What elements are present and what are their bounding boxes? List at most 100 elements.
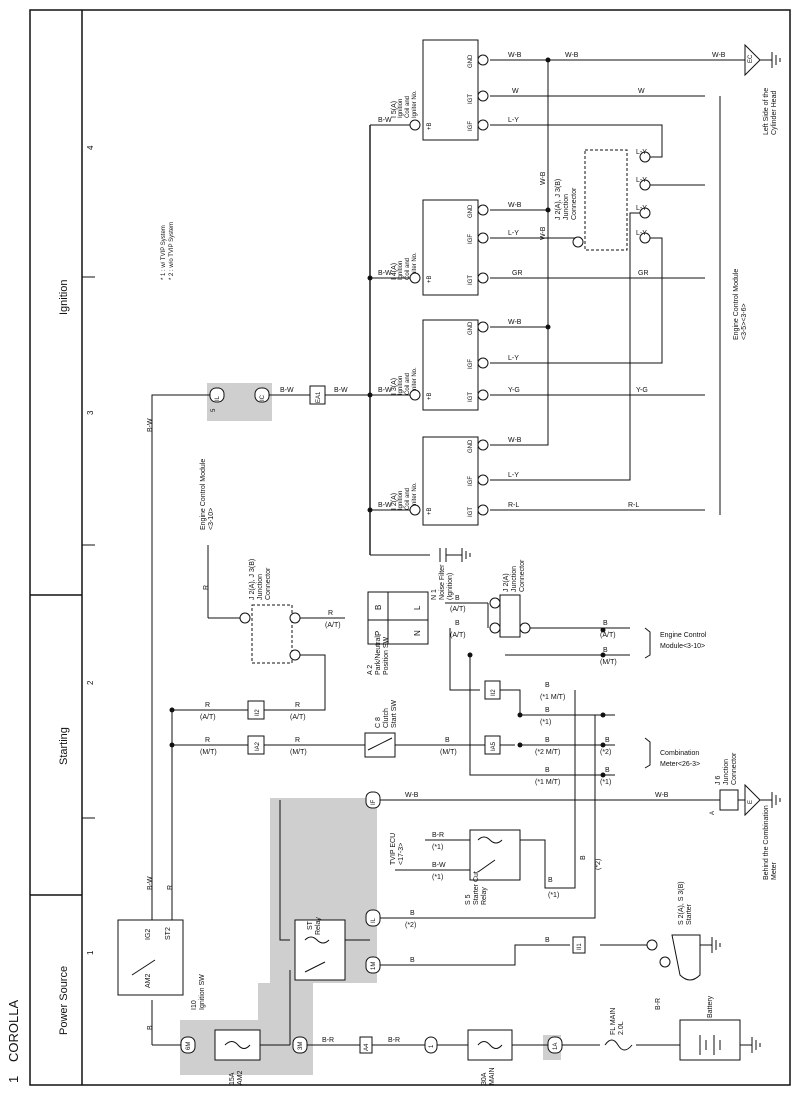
meter-ground-line2: Meter xyxy=(771,861,778,880)
junction-top-id: J 2(A), J 3(B) xyxy=(555,179,562,220)
pin-gnd-4: GND xyxy=(468,54,474,68)
junction-mid-id: J 2(A) xyxy=(503,573,510,592)
pin-igt-3: IGT xyxy=(468,275,474,285)
qual-at-jm: (A/T) xyxy=(450,632,466,639)
wire-wb-if: W-B xyxy=(405,792,419,799)
ign-st2: ST2 xyxy=(165,927,172,940)
meter-ground: E A J 6 Junction Connector Behind the Co… xyxy=(710,752,781,880)
ignition-sw-id: I10 xyxy=(191,1000,198,1010)
junction-meter-id: J 6 xyxy=(715,776,722,785)
wire-b-1a: B xyxy=(545,707,550,714)
tvip-ecu-ref: <17-3> xyxy=(398,843,405,865)
st-relay: ST Relay xyxy=(294,917,346,981)
pin-igt-2: IGT xyxy=(468,392,474,402)
conn-il: IL xyxy=(371,917,377,923)
pin-b-1: +B xyxy=(427,507,433,515)
qual-mt-clutch: (M/T) xyxy=(440,749,457,756)
pin-b-4: +B xyxy=(427,122,433,130)
ecm-link-right: Engine Control Module<3-10> xyxy=(644,627,707,659)
tvip-ecu-name: TVIP ECU xyxy=(390,833,397,865)
starter-name: Starter xyxy=(686,903,693,925)
wire-ly-igf3: L-Y xyxy=(508,230,519,237)
starter-cut-id: S 5 xyxy=(465,894,472,905)
wire-wb-meter: W-B xyxy=(655,792,669,799)
coil-3-text-b: Coil and xyxy=(405,258,411,280)
conn-a: A xyxy=(710,811,716,815)
col-1: 1 xyxy=(86,950,95,955)
noise-filter-name: Noise Filter xyxy=(439,564,446,600)
wire-wb-gnd-bus: W-B xyxy=(540,171,547,185)
notes: * 1 : w/ TVIP System * 2 : w/o TVIP Syst… xyxy=(161,222,175,280)
coil-1-text-c: Igniter No. xyxy=(412,482,418,510)
qual-1mt: (*1 M/T) xyxy=(535,779,560,786)
ecm-link-top-name: Engine Control Module xyxy=(200,459,207,530)
qual-at-ecm1: (A/T) xyxy=(600,632,616,639)
qual-2-meter: (*2) xyxy=(600,749,611,756)
junction-top-type: Connector xyxy=(571,187,578,220)
wire-color-labels: B-W B-W B-W B-W B-W B-W B-W W-B W-B W-B … xyxy=(147,52,726,1044)
wires xyxy=(151,59,745,1046)
ecm-link-top-ref: <3-10> xyxy=(208,508,215,530)
qual-1-tvip: (*1) xyxy=(432,844,443,851)
wire-ly-igf1: L-Y xyxy=(508,472,519,479)
coil-4-text-b: Coil and xyxy=(405,96,411,118)
clutch-id: C 8 xyxy=(375,717,382,728)
coil-2-text-a: Ignition xyxy=(398,376,404,395)
conn-pin-5: 5 xyxy=(211,408,217,412)
main-fuse-name: MAIN xyxy=(489,1068,496,1086)
wire-b-meter1: B xyxy=(605,737,610,744)
qual-at-pnp: (A/T) xyxy=(325,622,341,629)
junction-mid: J 2(A) Junction Connector xyxy=(489,559,531,638)
pin-gnd-2: GND xyxy=(468,321,474,335)
conn-ii1: II1 xyxy=(577,943,583,950)
wire-gr-igt3: GR xyxy=(512,270,523,277)
wire-r-pnp: R xyxy=(328,610,333,617)
wire-b-jm: B xyxy=(455,620,460,627)
pin-igf-2: IGF xyxy=(468,359,474,369)
coil-3-label: I 4(A) xyxy=(391,263,398,280)
clutch-name: Clutch xyxy=(383,708,390,728)
conn-il-ign: IL xyxy=(215,395,221,401)
inline-connectors: II2 IA2 IA5 II2 xyxy=(247,680,501,755)
wire-wb-g3: W-B xyxy=(508,202,522,209)
junction-top-name: Junction xyxy=(563,194,570,220)
pin-igt-4: IGT xyxy=(468,94,474,104)
fl-main-name: FL MAIN xyxy=(610,1008,617,1035)
park-neutral-switch: B P N L A 2 Park/Neutral Position SW xyxy=(367,591,429,675)
ecm-ignition-ref: <3-5><3-6> xyxy=(741,303,748,340)
section-starting: Starting xyxy=(58,727,70,765)
wire-r-ii2-right: R xyxy=(295,702,300,709)
qual-2-il: (*2) xyxy=(405,922,416,929)
conn-ea1: EA1 xyxy=(316,391,322,403)
section-ignition: Ignition xyxy=(58,280,70,315)
wire-b-ii2-r: B xyxy=(545,682,550,689)
coil-1-text-b: Coil and xyxy=(405,488,411,510)
coil-2: I 3(A) Ignition Coil and Igniter No. xyxy=(391,319,479,411)
qual-at-ii2-left: (A/T) xyxy=(200,714,216,721)
st-relay-id: ST xyxy=(307,920,314,930)
head-ground-line2: Cylinder Head xyxy=(771,91,778,135)
coil-pins xyxy=(409,54,489,516)
coil-4-text-c: Igniter No. xyxy=(412,90,418,118)
wire-b-l: B xyxy=(455,595,460,602)
starter-id: S 2(A), S 3(B) xyxy=(678,881,685,925)
junction-mid-type: Connector xyxy=(519,559,526,592)
wire-ly-j3: L-Y xyxy=(636,205,647,212)
wire-wb-g2: W-B xyxy=(508,319,522,326)
pnp-id: A 2 xyxy=(367,665,374,675)
wire-wb-g1: W-B xyxy=(508,437,522,444)
wire-br-battery: B-R xyxy=(655,998,662,1010)
col-2: 2 xyxy=(86,680,95,685)
conn-e: E xyxy=(748,800,754,804)
qual-1-a: (*1) xyxy=(540,719,551,726)
coil-3-text-c: Igniter No. xyxy=(412,252,418,280)
junction-connector-top: J 2(A), J 3(B) Junction Connector xyxy=(555,149,651,251)
starter-cut-relay: S 5 Starter Cut Relay TVIP ECU <17-3> xyxy=(390,829,521,905)
note-1: * 1 : w/ TVIP System xyxy=(161,225,167,280)
ecm-link-right-name: Engine Control xyxy=(660,632,707,639)
coil-4: I 5(A) Ignition Coil and Igniter No. xyxy=(391,39,479,141)
wire-b-clutch: B xyxy=(445,737,450,744)
conn-if: IF xyxy=(371,799,377,805)
pin-b-3: +B xyxy=(427,275,433,283)
